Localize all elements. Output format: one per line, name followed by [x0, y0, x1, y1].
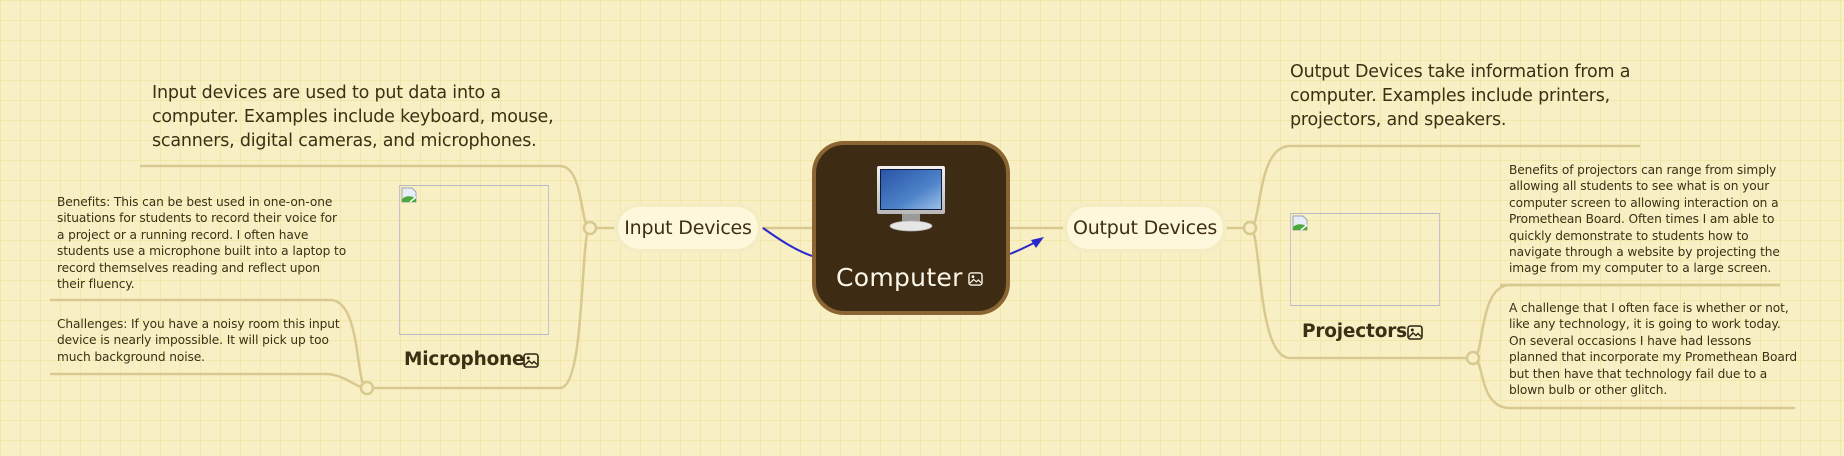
output-devices-branch[interactable]: Output Devices — [1063, 203, 1227, 253]
image-icon[interactable] — [523, 353, 539, 368]
input-devices-branch[interactable]: Input Devices — [614, 203, 762, 253]
central-topic-computer[interactable]: Computer — [812, 141, 1010, 315]
projectors-challenges-note: A challenge that I often face is whether… — [1509, 301, 1798, 398]
computer-monitor-image — [877, 166, 945, 232]
microphone-benefits-note: Benefits: This can be best used in one-o… — [57, 195, 347, 292]
microphone-challenges-note: Challenges: If you have a noisy room thi… — [57, 317, 340, 364]
microphone-topic[interactable]: Microphone — [404, 349, 525, 370]
broken-image-icon — [1292, 215, 1308, 231]
projectors-topic[interactable]: Projectors — [1302, 321, 1407, 342]
broken-image-icon — [401, 187, 417, 203]
output-devices-description: Output Devices take information from a c… — [1290, 62, 1631, 130]
input-devices-description: Input devices are used to put data into … — [152, 83, 554, 151]
image-icon[interactable] — [1407, 325, 1423, 340]
image-icon[interactable] — [968, 272, 983, 286]
projectors-image[interactable] — [1290, 213, 1440, 306]
projectors-benefits-note: Benefits of projectors can range from si… — [1509, 163, 1780, 276]
central-topic-label: Computer — [836, 263, 963, 292]
microphone-image[interactable] — [399, 185, 549, 335]
